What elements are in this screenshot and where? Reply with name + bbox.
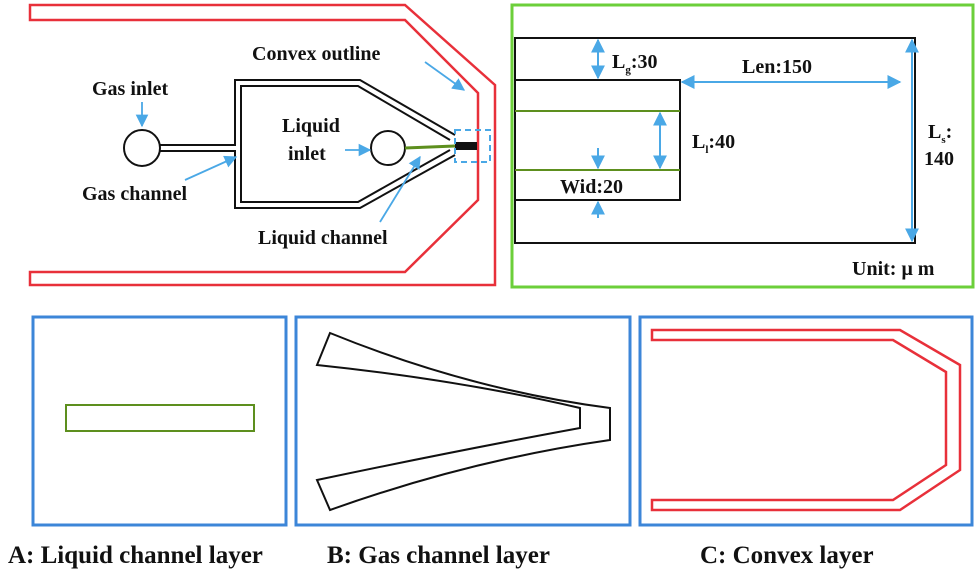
zoom-box	[454, 129, 491, 163]
liquid-channel-label: Liquid channel	[258, 227, 388, 249]
overview-panel: Gas inlet Gas channel Convex outline Liq…	[28, 3, 497, 287]
inner-channel-rect	[514, 79, 681, 201]
gas-channel-label: Gas channel	[82, 183, 187, 205]
convex-outline-pointer	[424, 61, 466, 91]
liquid-channel-line	[404, 144, 456, 150]
liquid-channel-layer-shape	[65, 404, 255, 432]
gas-inlet-label: Gas inlet	[92, 78, 168, 100]
unit-label: Unit: μ m	[852, 258, 935, 280]
wid-label: Wid:20	[560, 176, 623, 198]
liquid-inlet-label-2: inlet	[288, 143, 326, 165]
gas-channel-layer-shape	[315, 331, 611, 512]
panel-c-frame	[638, 315, 974, 527]
liquid-inlet-circle	[370, 130, 406, 166]
len-label: Len:150	[742, 56, 812, 78]
gas-connector-channel	[160, 79, 456, 209]
liquid-channel-pointer	[379, 155, 421, 223]
caption-c: C: Convex layer	[700, 542, 874, 569]
caption-a: A: Liquid channel layer	[8, 542, 263, 569]
detail-panel: Lg:30 Len:150 Ll:40 Ls: 140 Wid:20 Unit:…	[510, 3, 975, 289]
ll-label: Ll:40	[692, 131, 735, 156]
outlet-channel	[455, 142, 477, 150]
liquid-inlet-label-1: Liquid	[282, 115, 340, 137]
lg-label: Lg:30	[612, 51, 658, 76]
detail-panel-frame	[510, 3, 975, 289]
caption-b: B: Gas channel layer	[327, 542, 550, 569]
convex-outline-shape	[28, 3, 497, 287]
gas-channel-pointer	[184, 155, 238, 181]
panel-a	[31, 315, 288, 527]
gas-inlet-circle	[123, 129, 161, 167]
convex-outline-label: Convex outline	[252, 43, 380, 65]
panel-b	[294, 315, 632, 527]
convex-layer-shape	[650, 328, 962, 512]
ls-value: 140	[924, 148, 954, 170]
ls-label: Ls:	[928, 121, 952, 146]
gas-channel-inner-wall	[240, 85, 451, 203]
panel-c	[638, 315, 974, 527]
